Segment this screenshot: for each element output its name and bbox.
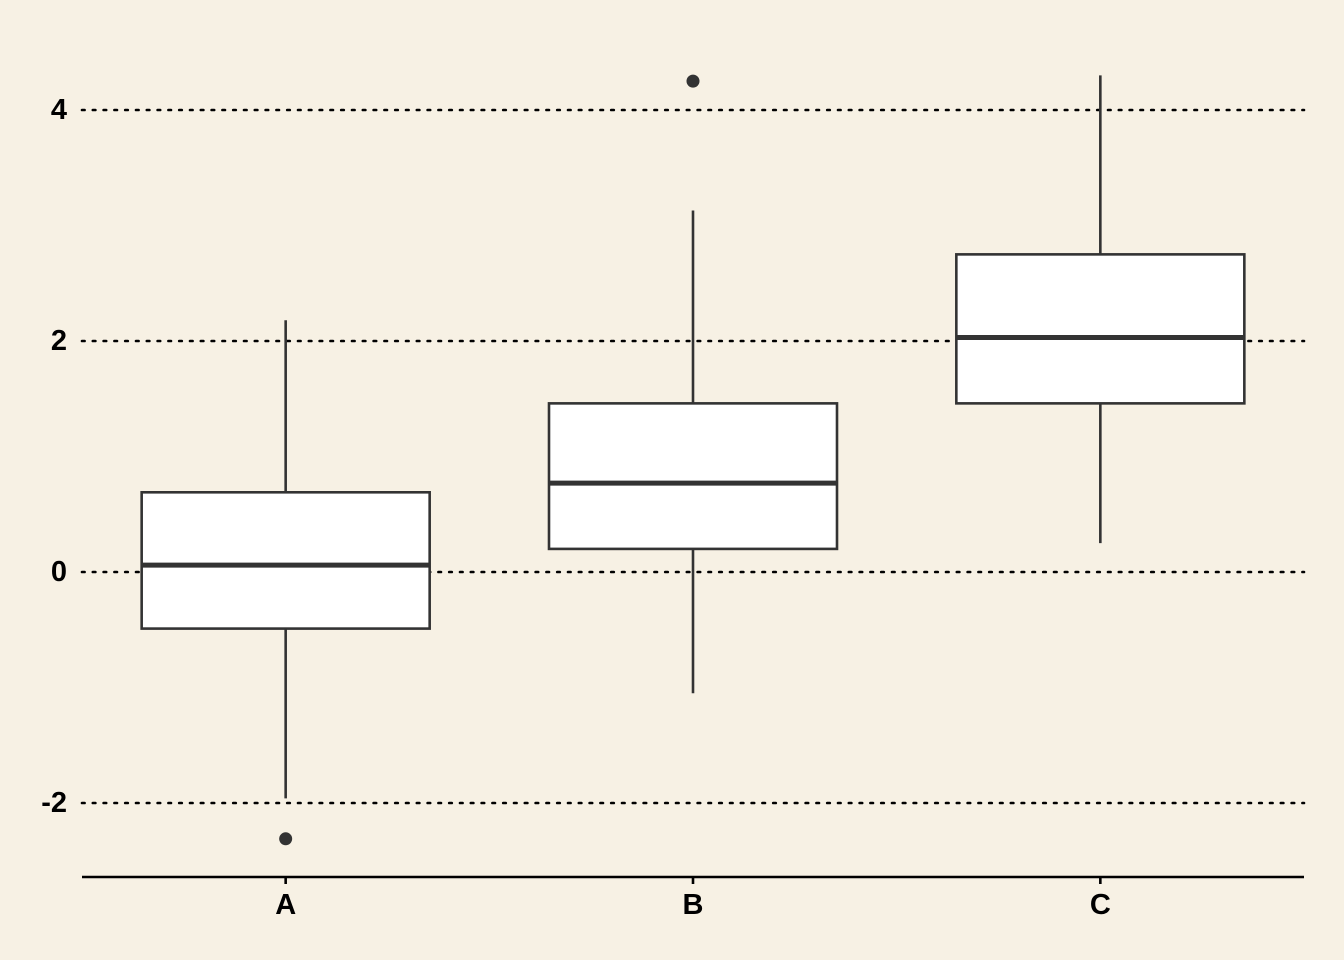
- box-group-b: [547, 74, 839, 694]
- y-tick-label: -2: [41, 787, 67, 819]
- box-iqr: [140, 491, 431, 630]
- box-group-a: [140, 320, 431, 846]
- y-tick-label: 4: [51, 94, 67, 126]
- x-tick-label: B: [683, 889, 704, 921]
- box-iqr: [955, 253, 1246, 405]
- y-axis-tick-labels: -2 0 2 4: [41, 94, 67, 819]
- box-series: [140, 74, 1246, 846]
- x-tick-label: A: [275, 889, 296, 921]
- box-iqr: [547, 402, 839, 551]
- y-tick-label: 2: [51, 325, 67, 357]
- outlier-point: [279, 832, 293, 846]
- outlier-point: [686, 74, 700, 88]
- x-tick-label: C: [1090, 889, 1111, 921]
- box-group-c: [955, 75, 1246, 544]
- y-tick-label: 0: [51, 556, 67, 588]
- x-axis-tick-labels: A B C: [275, 877, 1111, 921]
